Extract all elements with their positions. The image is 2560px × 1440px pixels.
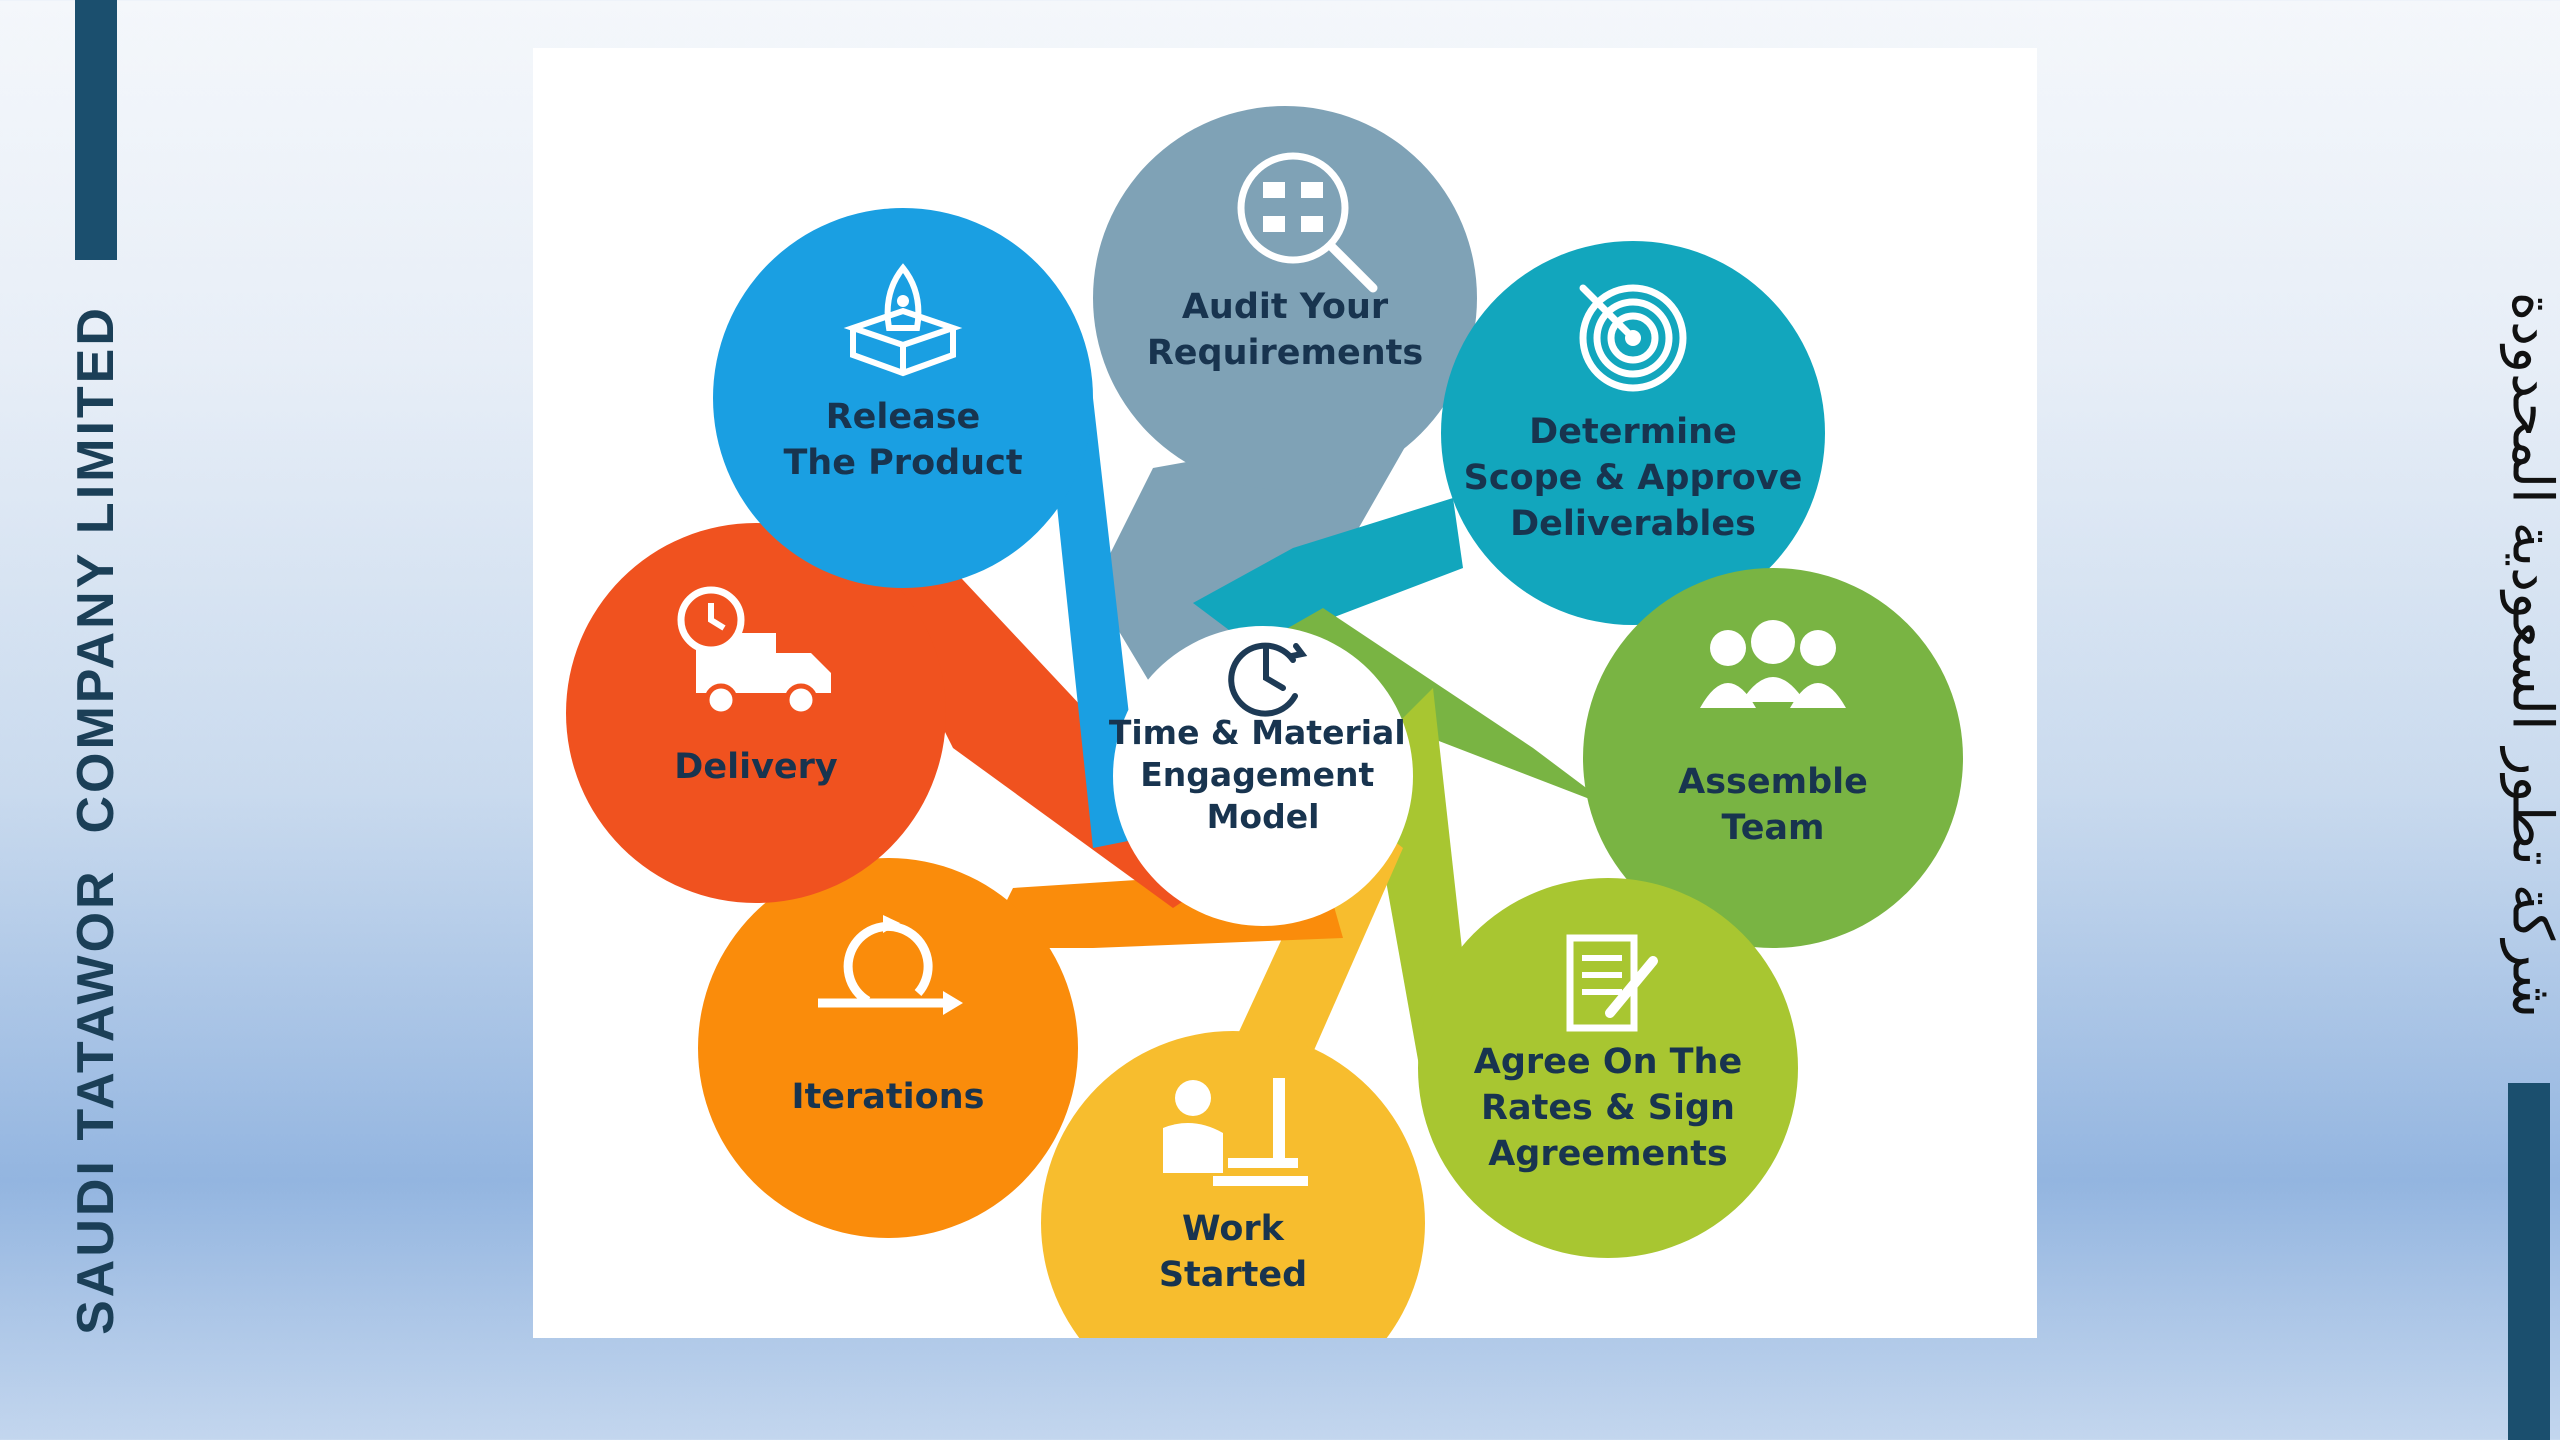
step-label-line: Release [826,397,981,437]
center-label: Time & Material Engagement Model [1109,713,1417,836]
step-label-line: Assemble [1678,762,1868,802]
step-label-line: Determine [1529,412,1737,452]
rocket-icon [843,263,963,377]
step-label-line: Team [1721,808,1824,848]
step-label-line: Agree On The [1474,1042,1742,1082]
step-circle [713,208,1093,588]
step-label-line: Iterations [792,1077,985,1117]
step-label-line: Work [1182,1209,1285,1249]
target-icon [1579,284,1687,392]
step-label: Iterations [792,1077,985,1117]
left-accent-bar [75,0,117,260]
step-label: Delivery [674,747,838,787]
step-circle [1418,878,1798,1258]
step-circle [1583,568,1963,948]
clock-icon [1228,642,1308,717]
step-label-line: Requirements [1147,333,1423,373]
step-label-line: Scope & Approve [1464,458,1803,498]
step-circle [698,858,1078,1238]
step-label-line: Agreements [1488,1134,1728,1174]
cycle-icon [818,915,963,1015]
step-connector [1003,378,1143,848]
step-circle [1441,241,1825,625]
step-connector [1193,498,1463,648]
step-label-line: Rates & Sign [1481,1088,1735,1128]
step-circle [566,523,946,903]
step-node: Iterations [698,858,1078,1238]
step-label-line: Deliverables [1510,504,1756,544]
center-circle [1113,626,1413,926]
magnifier-flowchart-icon [1237,152,1378,293]
step-circle [1093,106,1477,490]
document-sign-icon [1566,934,1658,1032]
company-name-arabic: شركة تطور السعودية المحدودة [2499,291,2560,1019]
step-label-line: Audit Your [1182,287,1389,327]
team-icon [1700,620,1846,708]
company-name-english: SAUDI TATAWOR COMPANY LIMITED [67,305,125,1335]
center-label-line: Model [1207,797,1320,836]
step-label-line: Started [1159,1255,1307,1295]
step-node: Delivery [566,523,946,903]
delivery-truck-icon [677,586,831,717]
person-at-computer-icon [1163,1078,1308,1186]
step-label-line: The Product [783,443,1022,483]
right-accent-bar [2508,1083,2550,1440]
center-label-line: Engagement [1140,755,1374,794]
center-label-line: Time & Material [1109,713,1406,752]
step-label-line: Delivery [674,747,838,787]
